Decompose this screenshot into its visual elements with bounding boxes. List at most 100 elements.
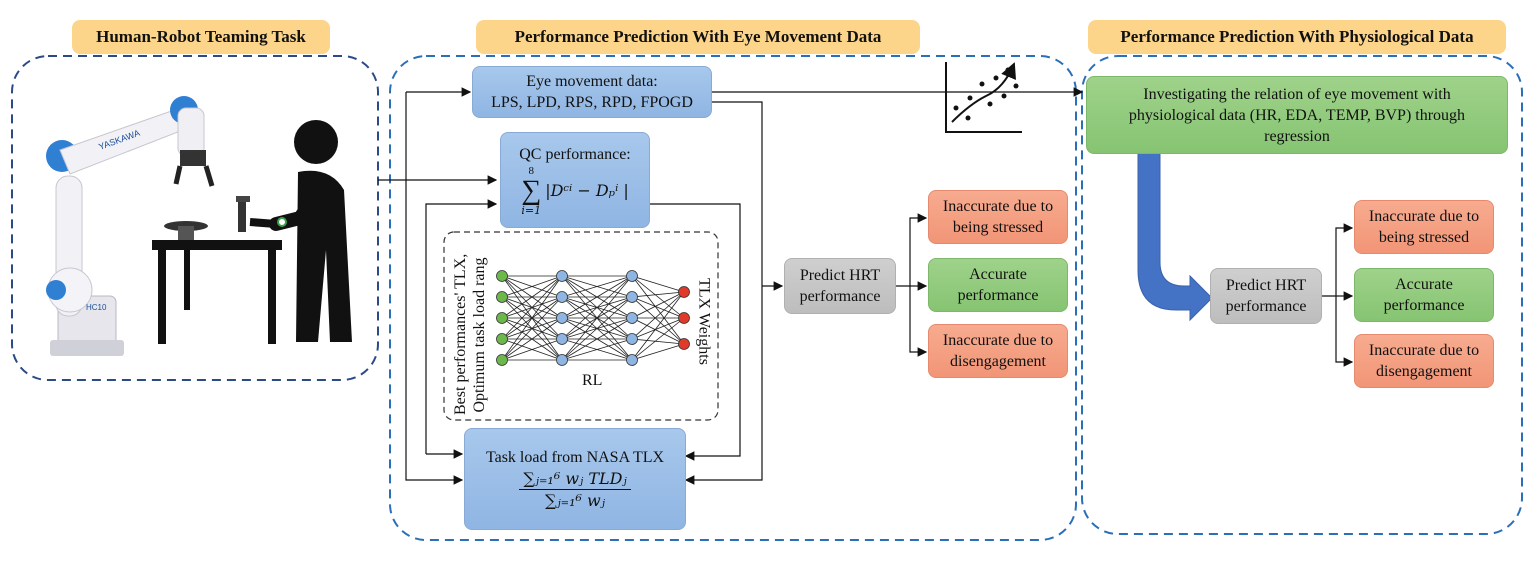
nn-edge [631, 291, 685, 319]
nn-left-label-line2: Optimum task load rang [471, 257, 488, 413]
nn-node [496, 291, 508, 303]
nn-edge [631, 338, 685, 345]
investigate-line2: physiological data (HR, EDA, TEMP, BVP) … [1128, 106, 1466, 124]
qc-sum-top: 8 [528, 164, 534, 177]
connector-out1 [896, 213, 928, 287]
nn-node [678, 338, 690, 350]
nn-node [678, 286, 690, 298]
nn-node [496, 333, 508, 345]
nn-node [626, 270, 638, 282]
tlx-numerator: ∑ⱼ₌₁⁶ wⱼ TLDⱼ [519, 468, 631, 490]
nn-node [496, 312, 508, 324]
investigate-box: Investigating the relation of eye moveme… [1086, 76, 1508, 154]
connector-physio-out3 [1335, 296, 1354, 367]
svg-text:HC10: HC10 [86, 303, 107, 312]
qc-formula-body: |Dᶜⁱ − Dₚⁱ | [545, 181, 629, 200]
eye-movement-data-box: Eye movement data: LPS, LPD, RPS, RPD, F… [472, 66, 712, 118]
physio-out2-line2: performance [1383, 297, 1465, 314]
eye-panel [389, 55, 1077, 541]
nn-edge [631, 296, 685, 345]
connector-qc-to-tlx [650, 203, 741, 461]
nn-edge [631, 296, 685, 319]
nn-edge [501, 296, 563, 361]
regression-plot-icon [945, 62, 1022, 133]
predict-line2: performance [799, 288, 881, 305]
nn-edge [561, 275, 633, 361]
connector-out3 [909, 286, 928, 357]
nn-edge [631, 275, 685, 319]
nn-edge [631, 317, 685, 361]
nn-node [496, 354, 508, 366]
out1-line2: being stressed [952, 219, 1044, 236]
nn-node [626, 312, 638, 324]
title-physio: Performance Prediction With Physiologica… [1088, 20, 1506, 54]
neural-network [496, 270, 690, 366]
connector-left-bus [405, 92, 464, 485]
tlx-denominator: ∑ⱼ₌₁⁶ wⱼ [545, 491, 605, 510]
title-task: Human-Robot Teaming Task [72, 20, 330, 54]
nn-node [626, 333, 638, 345]
nn-edge [501, 275, 563, 298]
physio-out1-line1: Inaccurate due to [1368, 208, 1480, 225]
nn-edge [631, 291, 685, 361]
physio-predict-line1: Predict HRT [1225, 277, 1307, 294]
tlx-title: Task load from NASA TLX [485, 449, 665, 466]
connector-to-qc [425, 199, 498, 454]
nn-edge [501, 338, 563, 361]
robot-arm-illustration: YASKAWA HC10 [46, 96, 215, 356]
investigate-line3: regression [1264, 127, 1330, 145]
physio-out2-line1: Accurate [1395, 276, 1453, 293]
predict-hrt-box: Predict HRT performance [784, 258, 896, 314]
output-stressed: Inaccurate due to being stressed [928, 190, 1068, 244]
out2-line2: performance [957, 287, 1039, 304]
qc-performance-box: QC performance: 8 ∑ i=1 |Dᶜⁱ − Dₚⁱ | [500, 132, 650, 228]
nn-edge [631, 291, 685, 298]
nn-container [443, 231, 719, 421]
nn-edge [501, 275, 563, 319]
nn-node [626, 354, 638, 366]
out3-line2: disengagement [950, 353, 1046, 370]
tlx-box: Task load from NASA TLX ∑ⱼ₌₁⁶ wⱼ TLDⱼ ∑ⱼ… [464, 428, 686, 530]
nn-node [496, 270, 508, 282]
investigate-line1: Investigating the relation of eye moveme… [1143, 85, 1451, 103]
nn-edge [561, 296, 633, 361]
nn-node [626, 291, 638, 303]
connector-eye-to-tlx [684, 101, 763, 485]
physio-out3-line1: Inaccurate due to [1368, 342, 1480, 359]
out3-line1: Inaccurate due to [942, 332, 1054, 349]
nn-edge [501, 275, 563, 340]
nn-edge [631, 343, 685, 361]
physio-predict-line2: performance [1225, 298, 1307, 315]
nn-edge [501, 317, 563, 361]
nn-edge [631, 275, 685, 293]
physio-predict-hrt-box: Predict HRT performance [1210, 268, 1322, 324]
nn-right-label: TLX Weights [695, 278, 713, 365]
physio-output-accurate: Accurate performance [1354, 268, 1494, 322]
human-silhouette [236, 120, 352, 342]
out1-line1: Inaccurate due to [942, 198, 1054, 215]
title-eye: Performance Prediction With Eye Movement… [476, 20, 920, 54]
big-blue-arrow [1137, 151, 1213, 322]
eye-data-line1: Eye movement data: [526, 73, 658, 90]
nn-node [678, 312, 690, 324]
physio-out3-line2: disengagement [1376, 363, 1472, 380]
nn-edge [561, 338, 633, 361]
nn-node [556, 333, 568, 345]
nn-edge [631, 317, 685, 345]
nn-edge [561, 275, 633, 319]
physio-out1-line2: being stressed [1378, 229, 1470, 246]
nn-node [556, 291, 568, 303]
out2-line1: Accurate [969, 266, 1027, 283]
nn-left-label-line1: Best performances' TLX, [452, 253, 469, 415]
qc-title: QC performance: [519, 145, 631, 163]
nn-edge [561, 275, 633, 298]
nn-node [556, 270, 568, 282]
connector-physio-out1 [1322, 223, 1354, 297]
nn-edge [631, 317, 685, 340]
nn-edge [501, 275, 563, 361]
physio-output-disengagement: Inaccurate due to disengagement [1354, 334, 1494, 388]
output-disengagement: Inaccurate due to disengagement [928, 324, 1068, 378]
physio-panel [1081, 55, 1523, 535]
nn-edge [631, 291, 685, 340]
